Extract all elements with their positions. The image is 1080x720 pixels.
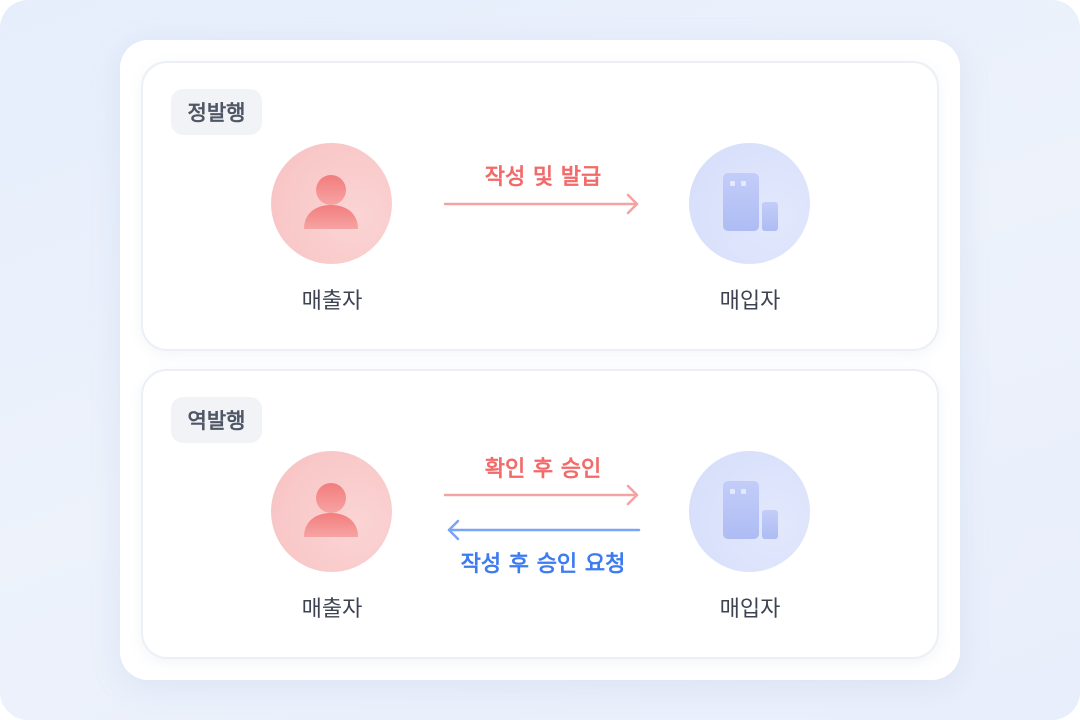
reverse-issuance-card: 역발행 매출자 확인 후 승인 작성 후 승인 요청 [141,369,939,659]
person-icon [304,483,358,537]
buyer-avatar [689,451,810,572]
request-arrow-label: 작성 후 승인 요청 [460,552,626,577]
building-icon [723,481,778,539]
forward-issuance-tag: 정발행 [171,89,262,135]
buyer-label: 매입자 [719,597,781,622]
right-arrow-icon [443,193,639,215]
forward-issuance-card: 정발행 매출자 작성 및 발급 [141,61,939,351]
buyer-label: 매입자 [719,289,781,314]
buyer-avatar [689,143,810,264]
approve-arrow-label: 확인 후 승인 [484,457,602,482]
seller-label: 매출자 [301,289,363,314]
seller-avatar [271,451,392,572]
forward-arrow-label: 작성 및 발급 [484,165,602,190]
right-arrow-icon [443,484,639,506]
seller-label: 매출자 [301,597,363,622]
building-icon [723,173,778,231]
reverse-issuance-tag: 역발행 [171,397,262,443]
seller-avatar [271,143,392,264]
person-icon [304,175,358,229]
left-arrow-icon [447,519,641,541]
